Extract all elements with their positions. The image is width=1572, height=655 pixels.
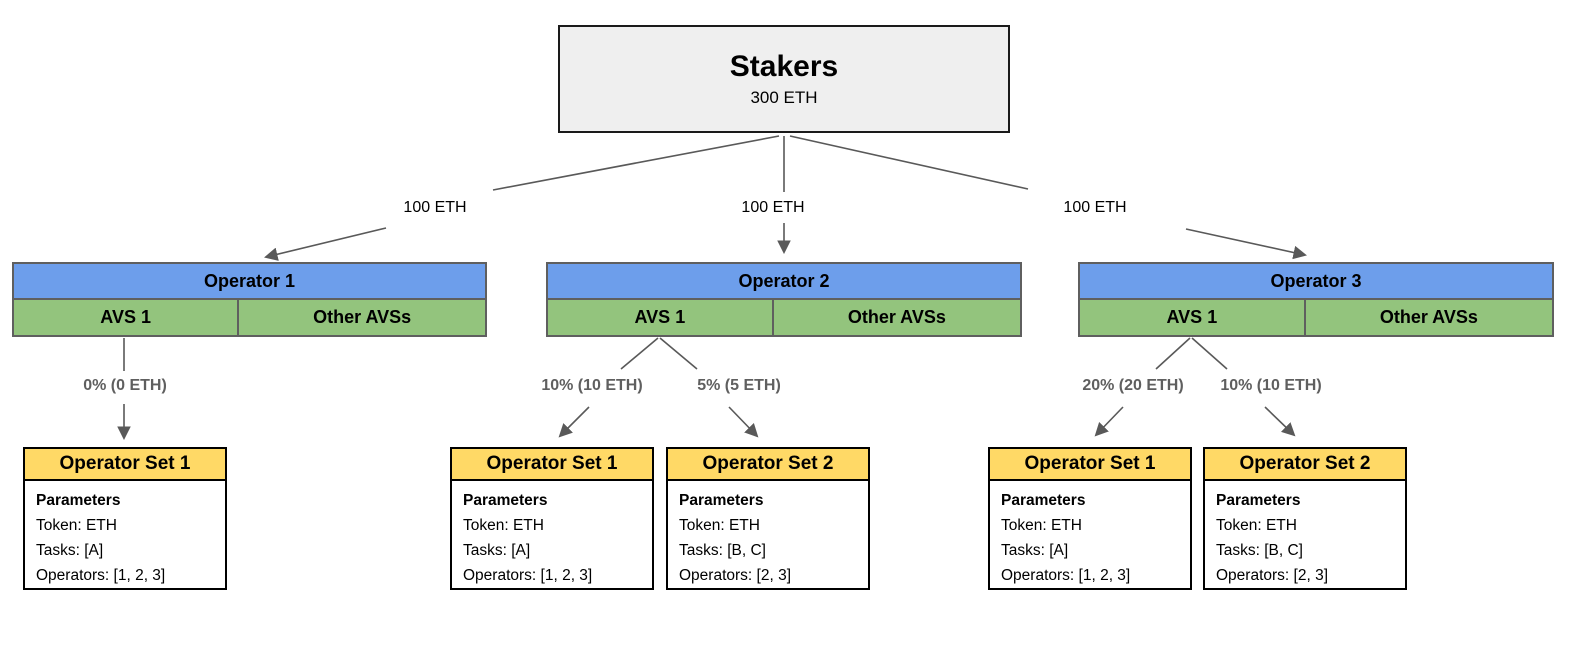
op3-set2-title: Operator Set 2 bbox=[1205, 449, 1405, 481]
operator-2-header: Operator 2 bbox=[548, 264, 1020, 298]
op3-set2-parameters: Parameters Token: ETH Tasks: [B, C] Oper… bbox=[1205, 481, 1405, 588]
operator-3-other-avss-cell: Other AVSs bbox=[1303, 300, 1552, 335]
op3-operator-set-2-box: Operator Set 2 Parameters Token: ETH Tas… bbox=[1203, 447, 1407, 590]
param-tasks: Tasks: [B, C] bbox=[679, 542, 766, 559]
alloc-label-op3-set1: 20% (20 ETH) bbox=[1079, 377, 1187, 395]
edge-stakers-op1-arrow bbox=[264, 227, 387, 261]
edge-op2-set2-arrow bbox=[728, 406, 759, 438]
param-tasks: Tasks: [A] bbox=[36, 542, 104, 559]
edge-stakers-op3-arrow bbox=[1185, 228, 1307, 260]
stakers-title: Stakers bbox=[729, 50, 839, 84]
op2-set1-title: Operator Set 1 bbox=[452, 449, 652, 481]
param-heading: Parameters bbox=[463, 492, 548, 509]
alloc-label-op3-set2: 10% (10 ETH) bbox=[1217, 377, 1325, 395]
edge-op3-set2-arrow bbox=[1264, 406, 1296, 437]
op2-set2-title: Operator Set 2 bbox=[668, 449, 868, 481]
operator-2-avs-row: AVS 1 Other AVSs bbox=[548, 298, 1020, 335]
operator-1-avs-row: AVS 1 Other AVSs bbox=[14, 298, 485, 335]
op2-set2-parameters: Parameters Token: ETH Tasks: [B, C] Oper… bbox=[668, 481, 868, 588]
param-operators: Operators: [2, 3] bbox=[679, 567, 791, 584]
operator-1-other-avss-cell: Other AVSs bbox=[237, 300, 485, 335]
op1-operator-set-1-box: Operator Set 1 Parameters Token: ETH Tas… bbox=[23, 447, 227, 590]
operator-2-table: Operator 2 AVS 1 Other AVSs bbox=[546, 262, 1022, 337]
param-tasks: Tasks: [A] bbox=[1001, 542, 1069, 559]
param-tasks: Tasks: [B, C] bbox=[1216, 542, 1303, 559]
operator-1-table: Operator 1 AVS 1 Other AVSs bbox=[12, 262, 487, 337]
param-operators: Operators: [1, 2, 3] bbox=[36, 567, 166, 584]
param-heading: Parameters bbox=[1001, 492, 1086, 509]
operator-3-avs-row: AVS 1 Other AVSs bbox=[1080, 298, 1552, 335]
edge-op3-set1-upper bbox=[1155, 337, 1191, 370]
op3-set1-parameters: Parameters Token: ETH Tasks: [A] Operato… bbox=[990, 481, 1190, 588]
alloc-label-op2-set1: 10% (10 ETH) bbox=[538, 377, 646, 395]
operator-2-avs1-cell: AVS 1 bbox=[634, 307, 686, 327]
param-token: Token: ETH bbox=[679, 517, 760, 534]
stakers-box: Stakers 300 ETH bbox=[558, 25, 1010, 133]
operator-2-other-avss-cell: Other AVSs bbox=[771, 300, 1020, 335]
param-heading: Parameters bbox=[36, 492, 121, 509]
param-token: Token: ETH bbox=[463, 517, 544, 534]
param-token: Token: ETH bbox=[36, 517, 117, 534]
edge-op2-set1-upper bbox=[620, 337, 659, 370]
stakers-amount: 300 ETH bbox=[750, 87, 818, 107]
op3-operator-set-1-box: Operator Set 1 Parameters Token: ETH Tas… bbox=[988, 447, 1192, 590]
stake-label-op2: 100 ETH bbox=[738, 199, 808, 217]
op2-set1-parameters: Parameters Token: ETH Tasks: [A] Operato… bbox=[452, 481, 652, 588]
op2-operator-set-2-box: Operator Set 2 Parameters Token: ETH Tas… bbox=[666, 447, 870, 590]
param-heading: Parameters bbox=[1216, 492, 1301, 509]
edge-op3-set2-upper bbox=[1191, 337, 1228, 370]
param-heading: Parameters bbox=[679, 492, 764, 509]
operator-1-avs1-cell: AVS 1 bbox=[100, 307, 151, 327]
op1-set1-title: Operator Set 1 bbox=[25, 449, 225, 481]
operator-3-header: Operator 3 bbox=[1080, 264, 1552, 298]
param-token: Token: ETH bbox=[1001, 517, 1082, 534]
edge-op2-set2-upper bbox=[659, 337, 698, 370]
param-operators: Operators: [1, 2, 3] bbox=[463, 567, 593, 584]
param-tasks: Tasks: [A] bbox=[463, 542, 531, 559]
stake-label-op3: 100 ETH bbox=[1060, 199, 1130, 217]
edge-stakers-op1-upper bbox=[492, 135, 780, 191]
edge-op3-set1-arrow bbox=[1094, 406, 1124, 437]
edge-op2-set1-arrow bbox=[558, 406, 590, 438]
op2-operator-set-1-box: Operator Set 1 Parameters Token: ETH Tas… bbox=[450, 447, 654, 590]
param-operators: Operators: [2, 3] bbox=[1216, 567, 1328, 584]
param-operators: Operators: [1, 2, 3] bbox=[1001, 567, 1131, 584]
alloc-label-op1-set1: 0% (0 ETH) bbox=[80, 377, 170, 395]
operator-1-header: Operator 1 bbox=[14, 264, 485, 298]
operator-3-avs1-cell: AVS 1 bbox=[1166, 307, 1218, 327]
stake-label-op1: 100 ETH bbox=[400, 199, 470, 217]
operator-3-table: Operator 3 AVS 1 Other AVSs bbox=[1078, 262, 1554, 337]
alloc-label-op2-set2: 5% (5 ETH) bbox=[694, 377, 784, 395]
op1-set1-parameters: Parameters Token: ETH Tasks: [A] Operato… bbox=[25, 481, 225, 588]
param-token: Token: ETH bbox=[1216, 517, 1297, 534]
edge-stakers-op3-upper bbox=[789, 135, 1029, 190]
op3-set1-title: Operator Set 1 bbox=[990, 449, 1190, 481]
